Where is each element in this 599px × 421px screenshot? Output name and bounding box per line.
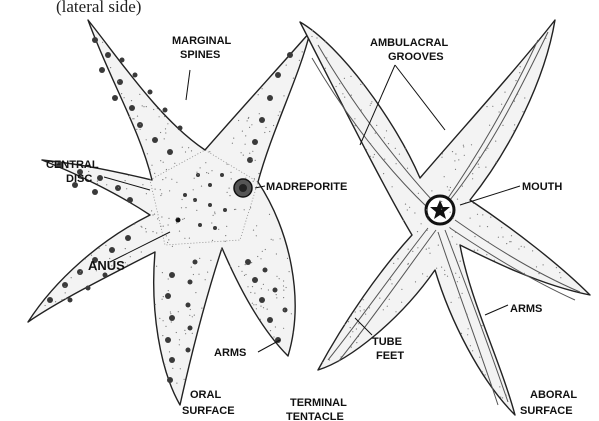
label-arms-left: ARMS	[214, 347, 246, 359]
label-arms-right: ARMS	[510, 303, 542, 315]
label-marginal-spines-line2: SPINES	[180, 49, 220, 61]
label-ambulacral-grooves-line1: AMBULACRAL	[370, 37, 448, 49]
label-madreporite: MADREPORITE	[266, 181, 347, 193]
label-oral-surface-line2: SURFACE	[182, 405, 235, 417]
caption-top: (lateral side)	[56, 0, 141, 16]
label-tube-feet-line2: FEET	[376, 350, 404, 362]
label-mouth: MOUTH	[522, 181, 562, 193]
label-oral-surface-line1: ORAL	[190, 389, 221, 401]
label-terminal-tentacle-line1: TERMINAL	[290, 397, 347, 409]
label-aboral-surface-line2: SURFACE	[520, 405, 573, 417]
label-aboral-surface-line1: ABORAL	[530, 389, 577, 401]
label-central-disc-line1: CENTRAL	[46, 159, 99, 171]
anus-dot	[176, 218, 181, 223]
right-starfish	[300, 20, 590, 415]
label-tube-feet-line1: TUBE	[372, 336, 402, 348]
label-central-disc-line2: DISC	[66, 173, 92, 185]
label-ambulacral-grooves-line2: GROOVES	[388, 51, 444, 63]
label-terminal-tentacle-line2: TENTACLE	[286, 411, 344, 421]
label-anus: ANUS	[88, 258, 125, 273]
label-marginal-spines-line1: MARGINAL	[172, 35, 232, 47]
